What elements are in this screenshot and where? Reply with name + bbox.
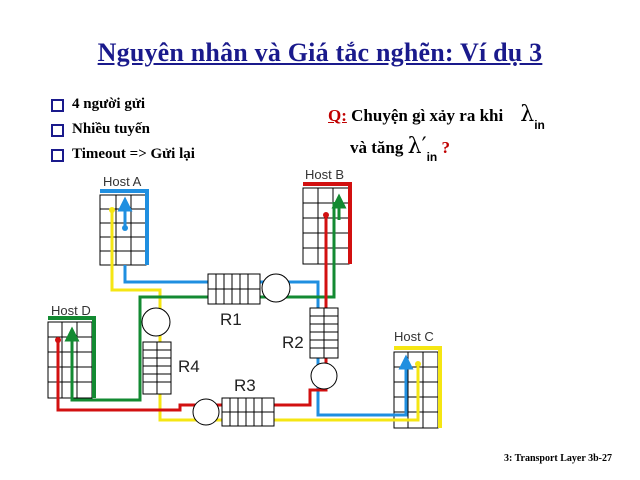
flow-dot <box>109 207 115 213</box>
question-mark: ? <box>441 138 451 157</box>
question-text: Q: Chuyện gì xảy ra khi λin và tăng λ′in… <box>328 100 545 164</box>
question-label: Q: <box>328 106 347 125</box>
host-b-label: Host B <box>305 167 344 182</box>
router-r2 <box>309 307 339 390</box>
router-r1-label: R1 <box>220 310 242 329</box>
lambda-subscript: in <box>534 118 545 132</box>
square-bullet-icon <box>51 99 64 112</box>
flow-dot <box>415 361 421 367</box>
router-r3-label: R3 <box>234 376 256 395</box>
bullet-list: 4 người gửi Nhiều tuyến Timeout => Gửi l… <box>48 95 195 170</box>
host-c-label: Host C <box>394 329 434 344</box>
host-d-label: Host D <box>51 303 91 318</box>
router-r4 <box>141 307 172 395</box>
bullet-item: 4 người gửi <box>48 95 195 120</box>
router-r1 <box>207 273 291 305</box>
bullet-item: Timeout => Gửi lại <box>48 145 195 170</box>
flow-dot <box>323 212 329 218</box>
square-bullet-icon <box>51 149 64 162</box>
page-title: Nguyên nhân và Giá tắc nghẽn: Ví dụ 3 <box>97 38 543 67</box>
lambda-prime-symbol: λ′ <box>407 134 427 159</box>
slide-footer: 3: Transport Layer 3b-27 <box>503 453 612 464</box>
router-r2-label: R2 <box>282 333 304 352</box>
flow-green <box>70 202 336 402</box>
question-line-2: và tăng λ′in ? <box>350 134 451 164</box>
flow-dot <box>55 337 61 343</box>
square-bullet-icon <box>51 124 64 137</box>
flow-dot <box>122 225 128 231</box>
lambda-prime-subscript: in <box>426 150 438 164</box>
router-r3 <box>192 397 275 427</box>
lambda-symbol: λ <box>520 102 535 127</box>
question-line-1: Q: Chuyện gì xảy ra khi λin <box>328 102 545 132</box>
host-a-label: Host A <box>103 174 142 189</box>
flow-red <box>56 215 328 412</box>
router-r4-label: R4 <box>178 357 200 376</box>
bullet-item: Nhiều tuyến <box>48 120 195 145</box>
